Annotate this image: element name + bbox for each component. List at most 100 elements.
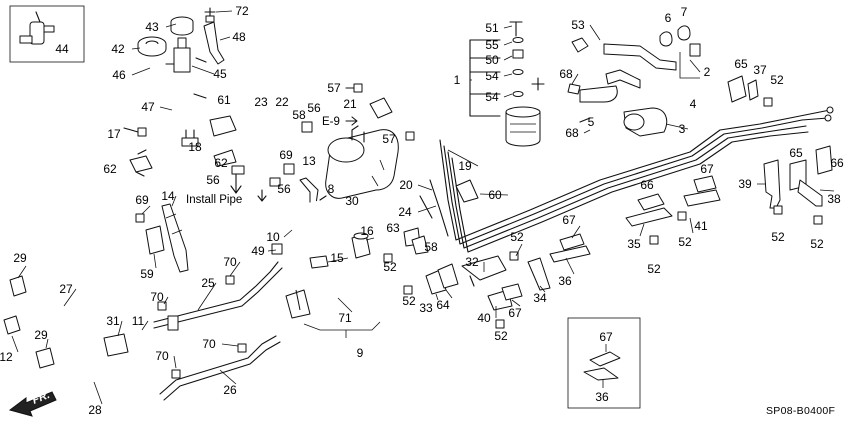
callout-c21: 21 xyxy=(343,97,357,111)
callout-c52d: 52 xyxy=(810,237,824,251)
callout-c48: 48 xyxy=(232,30,246,44)
callout-c72: 72 xyxy=(235,4,249,18)
callout-c47: 47 xyxy=(141,100,155,114)
right-clips xyxy=(727,75,833,225)
callout-c25: 25 xyxy=(201,276,215,290)
callout-c68b: 68 xyxy=(565,126,579,140)
callout-c39: 39 xyxy=(738,177,752,191)
part-67-36-inset xyxy=(583,344,621,388)
callout-c45: 45 xyxy=(213,67,227,81)
filler-hoses xyxy=(3,261,283,401)
callout-c36b: 36 xyxy=(595,390,609,404)
callout-c40: 40 xyxy=(477,311,491,325)
callout-c5: 5 xyxy=(588,115,595,129)
diagram-code: SP08-B0400F xyxy=(766,405,835,417)
callout-c30: 30 xyxy=(345,194,359,208)
callout-c17: 17 xyxy=(107,127,121,141)
callout-c27: 27 xyxy=(59,282,73,296)
callout-c26: 26 xyxy=(223,383,237,397)
inset-frame-44 xyxy=(9,5,85,63)
callout-c12: 12 xyxy=(0,350,13,364)
callout-c56a: 56 xyxy=(307,101,321,115)
callout-c67b: 67 xyxy=(562,213,576,227)
callout-c52h: 52 xyxy=(402,294,416,308)
callout-c71: 71 xyxy=(338,311,352,325)
callout-c52a: 52 xyxy=(770,73,784,87)
callout-c22: 22 xyxy=(275,95,289,109)
callout-c54a: 54 xyxy=(485,69,499,83)
front-arrow-label: FR. xyxy=(31,389,52,407)
callout-c59: 59 xyxy=(140,267,154,281)
callout-c23: 23 xyxy=(254,95,268,109)
callout-c62a: 62 xyxy=(214,156,228,170)
callout-c42: 42 xyxy=(111,42,125,56)
callout-c7: 7 xyxy=(681,5,688,19)
charcoal-canister xyxy=(299,125,399,205)
clip-cluster-left xyxy=(123,115,237,177)
callout-c54b: 54 xyxy=(485,90,499,104)
callout-c70a: 70 xyxy=(223,255,237,269)
callout-c1: 1 xyxy=(454,73,461,87)
callout-c18: 18 xyxy=(188,140,202,154)
callout-c33: 33 xyxy=(419,301,433,315)
callout-c60: 60 xyxy=(488,188,502,202)
filter-bracket xyxy=(567,25,701,137)
callout-c46: 46 xyxy=(112,68,126,82)
callout-c6: 6 xyxy=(665,11,672,25)
mid-clips xyxy=(403,179,479,255)
callout-c44: 44 xyxy=(55,42,69,56)
callout-c51: 51 xyxy=(485,21,499,35)
evap-hoses xyxy=(271,200,381,338)
callout-c49: 49 xyxy=(251,244,265,258)
callout-c16: 16 xyxy=(360,224,374,238)
callout-c2: 2 xyxy=(704,65,711,79)
callout-c62b: 62 xyxy=(103,162,117,176)
hose-21 xyxy=(345,83,415,141)
callout-c67d: 67 xyxy=(599,330,613,344)
callout-c36a: 36 xyxy=(558,274,572,288)
callout-c10: 10 xyxy=(266,230,280,244)
callout-c56c: 56 xyxy=(277,182,291,196)
install-pipe-group xyxy=(230,117,313,202)
callout-c52b: 52 xyxy=(678,235,692,249)
callout-c38: 38 xyxy=(827,192,841,206)
bracket-14 xyxy=(135,203,189,273)
callout-c15: 15 xyxy=(330,251,344,265)
callout-c9: 9 xyxy=(357,346,364,360)
callout-c67a: 67 xyxy=(700,162,714,176)
callout-c37: 37 xyxy=(753,63,767,77)
callout-c50: 50 xyxy=(485,53,499,67)
callout-c68a: 68 xyxy=(559,67,573,81)
e9-arrow xyxy=(345,116,358,126)
center-bottom-parts xyxy=(383,251,551,329)
callout-c58: 58 xyxy=(292,108,306,122)
right-lower-brackets xyxy=(549,175,721,263)
callout-c32: 32 xyxy=(465,255,479,269)
callout-c29a: 29 xyxy=(13,251,27,265)
callout-c66b: 66 xyxy=(830,156,844,170)
callout-c24: 24 xyxy=(398,205,412,219)
callout-c70d: 70 xyxy=(155,349,169,363)
callout-c13: 13 xyxy=(302,154,316,168)
callout-c11: 11 xyxy=(132,314,145,328)
callout-c43: 43 xyxy=(145,20,159,34)
callout-c52e: 52 xyxy=(647,262,661,276)
callout-c69a: 69 xyxy=(279,148,293,162)
callout-c69b: 69 xyxy=(135,193,149,207)
callout-c55: 55 xyxy=(485,38,499,52)
callout-c57a: 57 xyxy=(327,81,341,95)
callout-c66a: 66 xyxy=(640,178,654,192)
callout-c41: 41 xyxy=(694,219,708,233)
callout-c31: 31 xyxy=(106,314,120,328)
callout-c70c: 70 xyxy=(202,337,216,351)
callout-c70b: 70 xyxy=(150,290,164,304)
callout-c63: 63 xyxy=(386,221,400,235)
callout-c56b: 56 xyxy=(206,173,220,187)
callout-c52c: 52 xyxy=(771,230,785,244)
part-44-joint xyxy=(19,11,55,45)
callout-c52f: 52 xyxy=(510,230,524,244)
callout-c57b: 57 xyxy=(382,132,396,146)
callout-c53: 53 xyxy=(571,18,585,32)
